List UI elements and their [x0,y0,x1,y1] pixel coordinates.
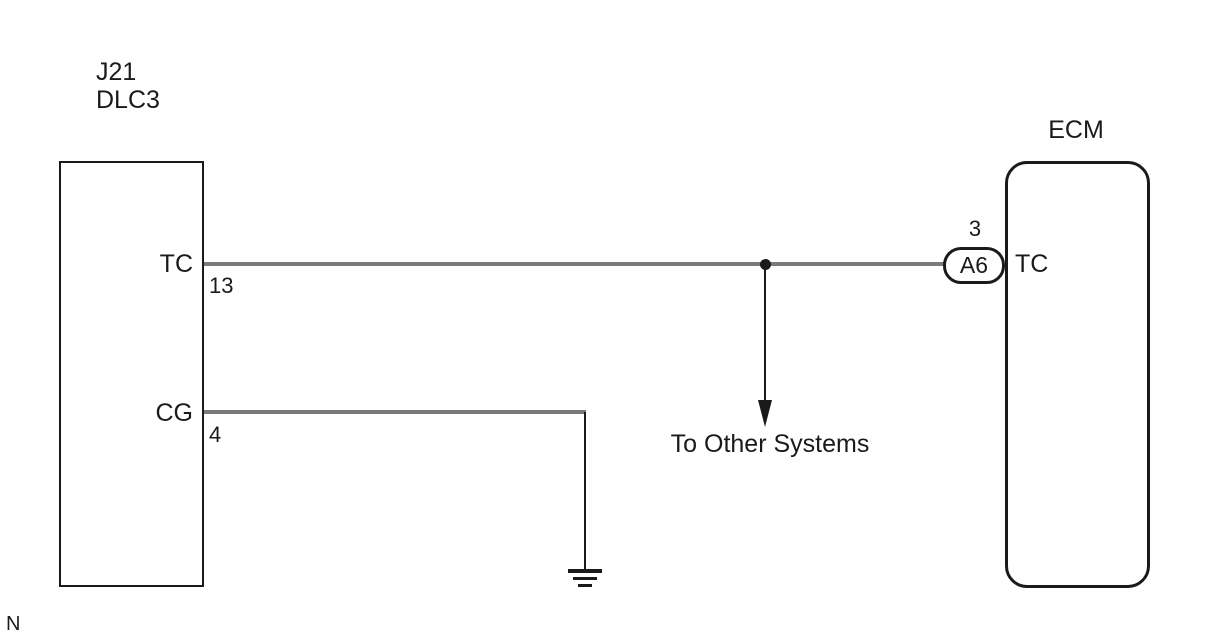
branch-label: To Other Systems [670,430,870,458]
dlc3-connector-name-label: DLC3 [96,86,160,114]
ecm-terminal-oval: A6 [943,247,1005,284]
cg-wire [204,410,586,414]
dlc3-cg-signal-label: CG [155,399,194,427]
corner-note: N [6,613,21,635]
branch-line [764,264,766,402]
dlc3-tc-pin-number: 13 [209,273,234,298]
ground-bar-bottom [578,584,592,587]
ground-bar-middle [573,577,597,580]
dlc3-connector-code-label: J21 [96,58,137,86]
dlc3-tc-signal-label: TC [159,250,193,278]
dlc3-cg-pin-number: 4 [209,422,222,447]
ground-lead-line [584,412,586,570]
arrow-down-icon [758,400,772,427]
dlc3-box [59,161,204,587]
ground-bar-top [568,569,602,573]
ecm-name-label: ECM [1048,116,1104,144]
ecm-tc-signal-label: TC [1015,250,1049,278]
ecm-terminal-pin-number: 3 [968,216,982,241]
tc-wire [204,262,944,266]
ecm-box [1005,161,1150,588]
